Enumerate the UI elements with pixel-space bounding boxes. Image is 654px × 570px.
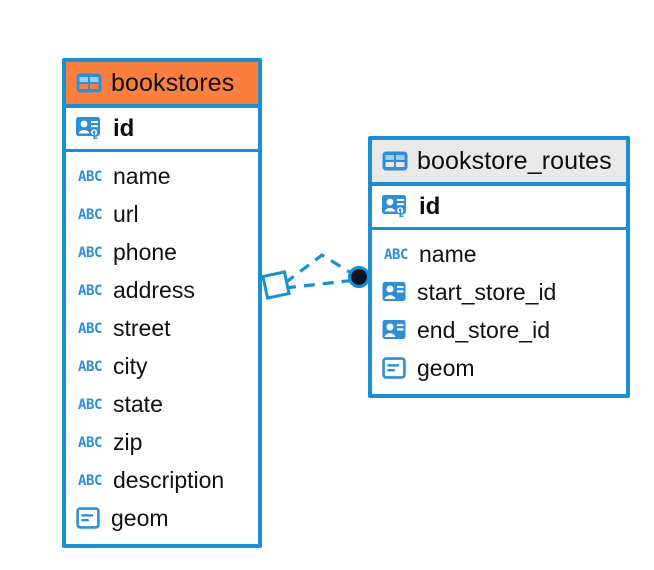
relationship-line-lower (284, 278, 357, 290)
field-row[interactable]: end_store_id (372, 311, 626, 349)
entity-bookstore-routes[interactable]: bookstore_routes id (368, 136, 630, 398)
field-row[interactable]: ABC url (66, 195, 258, 233)
field-label: zip (113, 428, 143, 455)
field-row[interactable]: ABC description (66, 461, 258, 499)
foreign-key-icon (382, 319, 408, 341)
entity-field-list: ABC name start_store_id (372, 230, 626, 394)
field-row[interactable]: ABC street (66, 309, 258, 347)
abc-text-icon: ABC (77, 207, 103, 223)
field-row[interactable]: ABC name (372, 235, 626, 273)
geometry-icon (382, 356, 408, 380)
abc-text-icon: ABC (77, 397, 103, 413)
field-row[interactable]: ABC zip (66, 423, 258, 461)
entity-header-bookstores[interactable]: bookstores (66, 62, 258, 108)
field-label: start_store_id (417, 278, 557, 305)
field-row[interactable]: ABC name (66, 157, 258, 195)
field-row[interactable]: ABC city (66, 347, 258, 385)
field-label: street (113, 314, 171, 341)
field-label: city (113, 352, 148, 379)
table-grid-icon (382, 151, 408, 171)
field-row[interactable]: start_store_id (372, 273, 626, 311)
abc-text-icon: ABC (77, 321, 103, 337)
geometry-icon (76, 506, 102, 530)
field-label: url (113, 200, 139, 227)
entity-header-bookstore-routes[interactable]: bookstore_routes (372, 140, 626, 186)
field-label: state (113, 390, 163, 417)
abc-text-icon: ABC (77, 473, 103, 489)
field-label: id (419, 192, 441, 220)
foreign-key-icon (382, 281, 408, 303)
field-label: id (113, 114, 135, 142)
field-row-primary-key[interactable]: id (66, 108, 258, 152)
field-label: end_store_id (417, 316, 550, 343)
abc-text-icon: ABC (383, 247, 409, 263)
field-label: name (113, 162, 171, 189)
abc-text-icon: ABC (77, 435, 103, 451)
primary-key-icon (76, 116, 104, 141)
field-row[interactable]: ABC state (66, 385, 258, 423)
filled-circle-marker (347, 265, 371, 289)
entity-bookstores[interactable]: bookstores id (62, 58, 262, 548)
diamond-marker (261, 270, 291, 300)
field-row[interactable]: ABC phone (66, 233, 258, 271)
abc-text-icon: ABC (77, 169, 103, 185)
abc-text-icon: ABC (77, 245, 103, 261)
abc-text-icon: ABC (77, 283, 103, 299)
field-row[interactable]: geom (372, 349, 626, 387)
field-label: phone (113, 238, 177, 265)
entity-title: bookstores (111, 68, 235, 97)
field-label: name (419, 240, 477, 267)
primary-key-icon (382, 194, 410, 219)
abc-text-icon: ABC (77, 359, 103, 375)
field-row[interactable]: geom (66, 499, 258, 537)
entity-field-list: ABC name ABC url ABC phone ABC address A… (66, 152, 258, 544)
field-label: address (113, 276, 195, 303)
table-grid-icon (76, 73, 102, 93)
field-label: geom (111, 504, 169, 531)
field-label: description (113, 466, 225, 493)
relationship-line-upper (284, 253, 357, 285)
field-label: geom (417, 354, 475, 381)
field-row-primary-key[interactable]: id (372, 186, 626, 230)
entity-title: bookstore_routes (417, 146, 612, 175)
field-row[interactable]: ABC address (66, 271, 258, 309)
